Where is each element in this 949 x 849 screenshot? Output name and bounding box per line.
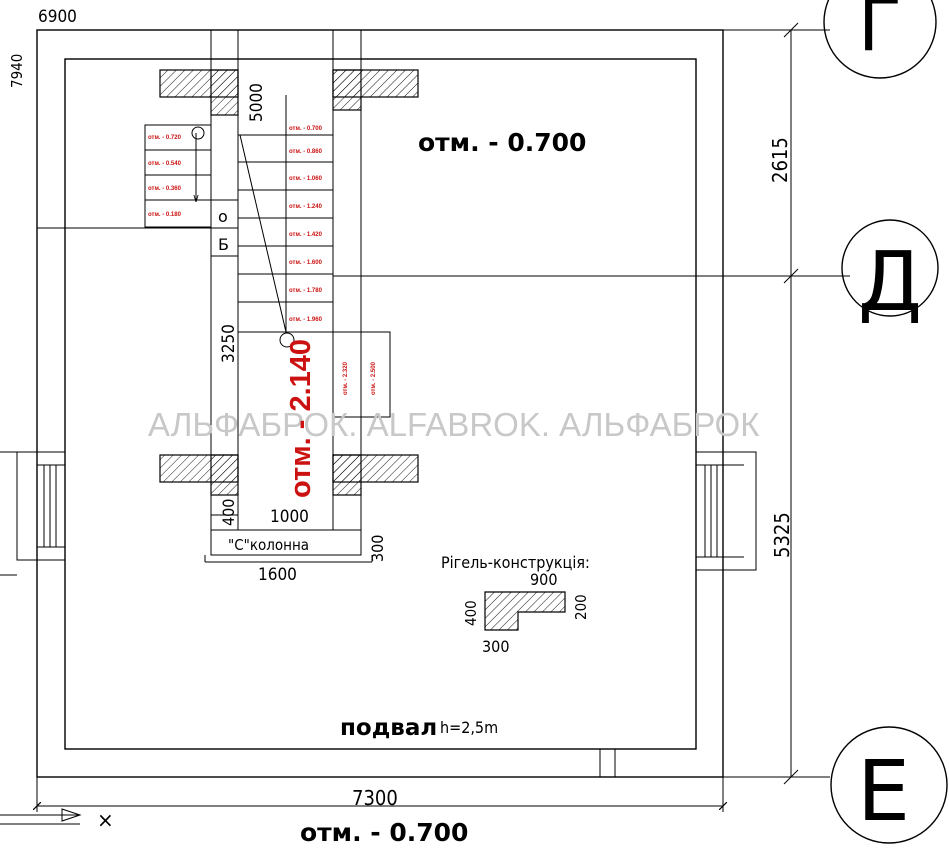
dim-5000: 5000 — [247, 83, 267, 122]
axis-bubble-e — [830, 726, 948, 844]
step-label: отм. - 0.180 — [148, 212, 182, 218]
step-label: отм. - 0.700 — [289, 126, 323, 132]
column-hatch — [210, 69, 239, 116]
dim-400: 400 — [219, 499, 238, 526]
watermark: АЛЬФАБРОК. ALFABROK. АЛЬФАБРОК — [148, 406, 760, 443]
rigel-200: 200 — [572, 594, 590, 620]
axis-label-g: Г — [858, 0, 902, 67]
dim-2615: 2615 — [768, 137, 792, 183]
dim-6900: 6900 — [38, 7, 77, 27]
step-label: отм. - 1.600 — [289, 260, 323, 266]
marker-b: Б — [218, 235, 229, 254]
window-right — [695, 451, 757, 571]
rigel-300: 300 — [482, 637, 509, 656]
dim-1600: 1600 — [258, 565, 297, 585]
dimension-lines — [37, 22, 830, 812]
step-label: отм. - 2.320 — [343, 361, 349, 395]
axis-label-d: Д — [858, 235, 922, 330]
step-label: отм. - 0.860 — [289, 149, 323, 155]
steps-left — [144, 124, 212, 228]
inner-wall — [64, 58, 697, 750]
elevation-bottom: отм. - 0.700 — [300, 818, 468, 847]
rigel-400: 400 — [462, 600, 480, 626]
axis-bubble-d — [841, 219, 939, 317]
step-label: отм. - 0.720 — [148, 135, 182, 141]
step-label: отм. - 0.360 — [148, 186, 182, 192]
marker-o: о — [218, 207, 228, 226]
dim-7300: 7300 — [352, 786, 398, 810]
rigel-title: Рігель-конструкція: — [441, 553, 590, 572]
outer-wall — [36, 29, 724, 778]
window-left — [0, 451, 66, 576]
rigel-900: 900 — [530, 570, 557, 589]
stair-flight — [238, 95, 333, 348]
step-labels-right: отм. - 0.700 отм. - 0.860 отм. - 1.060 о… — [289, 126, 323, 323]
step-label: отм. - 1.240 — [289, 204, 323, 210]
column-label: "С"колонна — [228, 536, 309, 554]
basement-label: подвал — [340, 715, 437, 741]
dim-300: 300 — [368, 535, 387, 562]
step-label: отм. - 0.540 — [148, 161, 182, 167]
step-label: отм. - 1.780 — [289, 288, 323, 294]
dim-3250: 3250 — [219, 324, 239, 363]
axis-bubble-g — [823, 0, 937, 79]
column-hatch — [210, 454, 239, 496]
rigel-section — [484, 591, 566, 631]
column-hatch — [332, 69, 362, 111]
column-hatch — [332, 454, 362, 496]
dim-7940: 7940 — [8, 54, 26, 88]
elevation-main: отм. - 0.700 — [418, 128, 586, 157]
elevation-landing: отм. - 2.140 — [285, 339, 317, 498]
axis-label-e: Е — [857, 742, 910, 840]
step-label: отм. - 1.420 — [289, 232, 323, 238]
step-label: отм. - 1.060 — [289, 176, 323, 182]
basement-height: h=2,5m — [440, 718, 498, 737]
step-label: отм. - 1.960 — [289, 317, 323, 323]
dim-1000: 1000 — [270, 507, 309, 527]
dim-5325: 5325 — [770, 512, 794, 558]
step-labels-left: отм. - 0.720 отм. - 0.540 отм. - 0.360 о… — [148, 135, 182, 218]
svg-text:×: × — [97, 808, 114, 832]
column-box — [210, 529, 362, 556]
step-label: отм. - 2.500 — [371, 361, 377, 395]
